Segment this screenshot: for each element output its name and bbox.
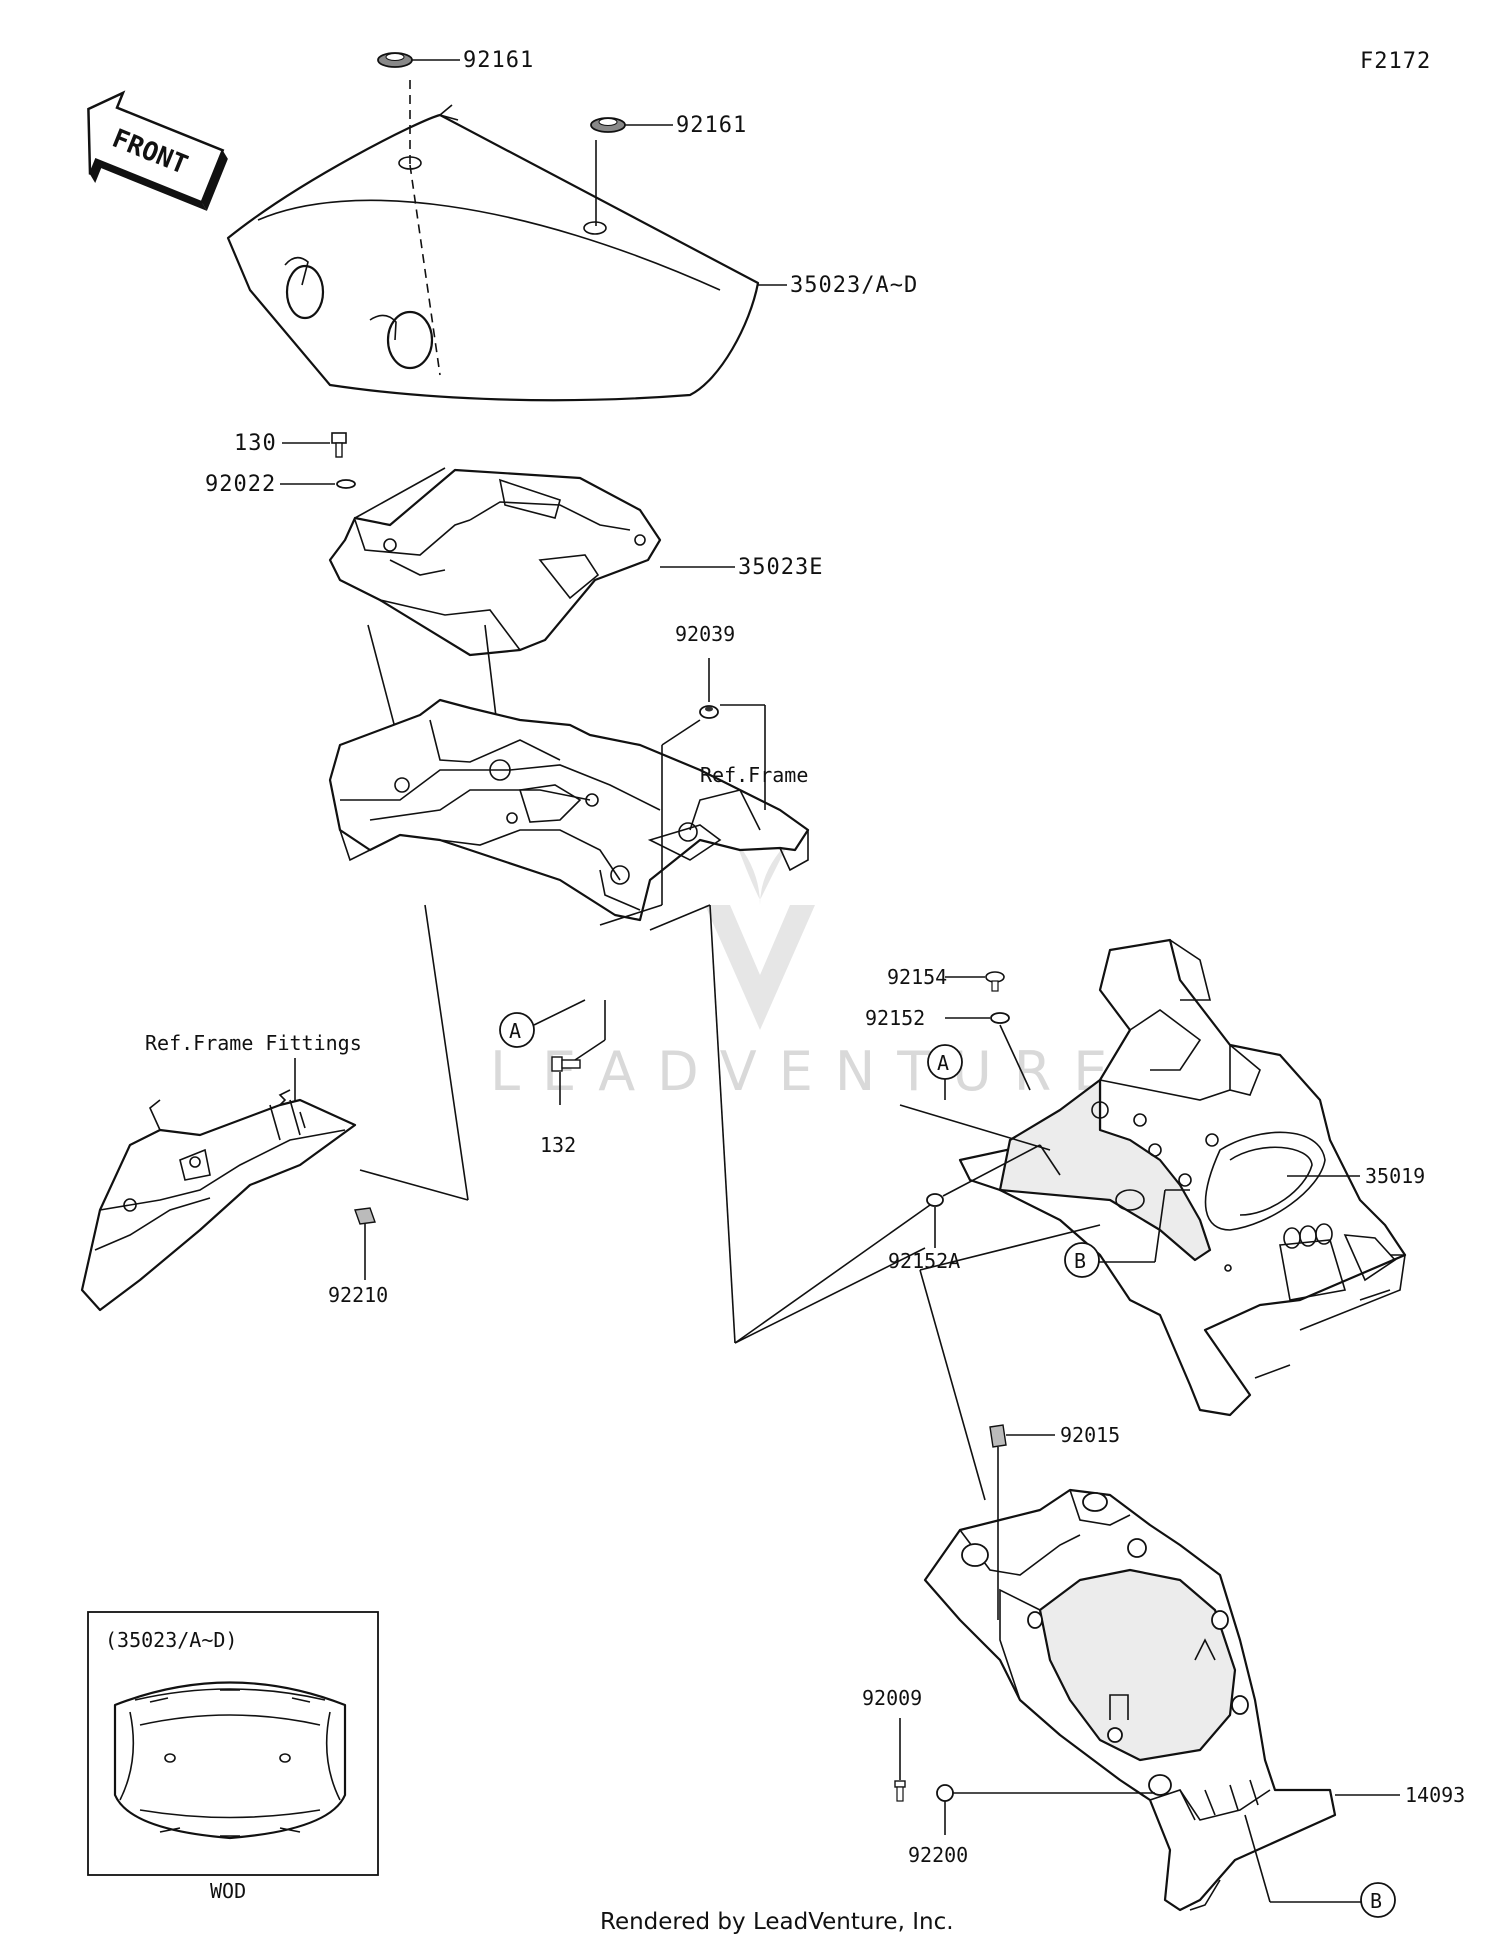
clip-92210-icon: [354, 1207, 376, 1225]
ref-mark-b-upper: [1064, 1242, 1100, 1278]
washer-92200-icon: [936, 1784, 954, 1802]
inset-caption: WOD: [210, 1879, 246, 1903]
ref-mark-a-left-label: A: [509, 1019, 521, 1043]
label-92152: 92152: [865, 1006, 925, 1030]
label-35023-a-d: 35023/A~D: [790, 273, 918, 298]
washer-92152-icon: [990, 1012, 1010, 1024]
label-92039: 92039: [675, 622, 735, 646]
label-ref-frame-fittings: Ref.Frame Fittings: [145, 1031, 362, 1055]
grommet-92039-icon: [699, 705, 719, 719]
figure-code: F2172: [1360, 49, 1431, 74]
frame-fittings-part: [80, 1089, 357, 1312]
clip-92015-icon: [989, 1424, 1007, 1448]
footer-credit: Rendered by LeadVenture, Inc.: [600, 1909, 954, 1935]
screw-92154-icon: [985, 971, 1005, 992]
frame-part: [328, 698, 810, 922]
rear-fender-part: [923, 1488, 1337, 1912]
bolt-130-icon: [331, 432, 347, 458]
seat-base-part: [328, 468, 662, 657]
watermark: LEADVENTURE: [490, 840, 1129, 1103]
tail-cowl-part: [958, 938, 1407, 1417]
inset-seat-cover-part: [113, 1681, 347, 1840]
label-92015: 92015: [1060, 1423, 1120, 1447]
ref-mark-b-lower: [1360, 1882, 1396, 1918]
ref-mark-b-upper-label: B: [1074, 1249, 1086, 1273]
label-92161-1: 92161: [463, 48, 534, 73]
seat-cover-part: [226, 104, 760, 402]
inset-title: (35023/A~D): [105, 1628, 237, 1652]
label-92200: 92200: [908, 1843, 968, 1867]
label-35023e: 35023E: [738, 555, 823, 580]
label-ref-frame: Ref.Frame: [700, 763, 808, 787]
screw-92009-icon: [894, 1780, 906, 1802]
ref-mark-a-left: [499, 1012, 535, 1048]
label-35019: 35019: [1365, 1164, 1425, 1188]
label-14093: 14093: [1405, 1783, 1465, 1807]
watermark-text: LEADVENTURE: [490, 1040, 1129, 1103]
bolt-132-icon: [551, 1056, 581, 1072]
ref-mark-a-right-label: A: [937, 1051, 949, 1075]
label-92154: 92154: [887, 965, 947, 989]
ref-mark-b-lower-label: B: [1370, 1889, 1382, 1913]
grommet-92161-2-icon: [590, 117, 626, 133]
label-92009: 92009: [862, 1686, 922, 1710]
label-92210: 92210: [328, 1283, 388, 1307]
grommet-92161-1-icon: [377, 52, 413, 68]
front-arrow-icon: FRONT: [87, 90, 228, 211]
inset-box: (35023/A~D) WOD: [87, 1611, 379, 1903]
washer-92152a-icon: [926, 1193, 944, 1207]
label-132: 132: [540, 1133, 576, 1157]
washer-92022-icon: [336, 479, 356, 489]
label-130: 130: [234, 431, 277, 456]
label-92022: 92022: [205, 472, 276, 497]
label-92161-2: 92161: [676, 113, 747, 138]
